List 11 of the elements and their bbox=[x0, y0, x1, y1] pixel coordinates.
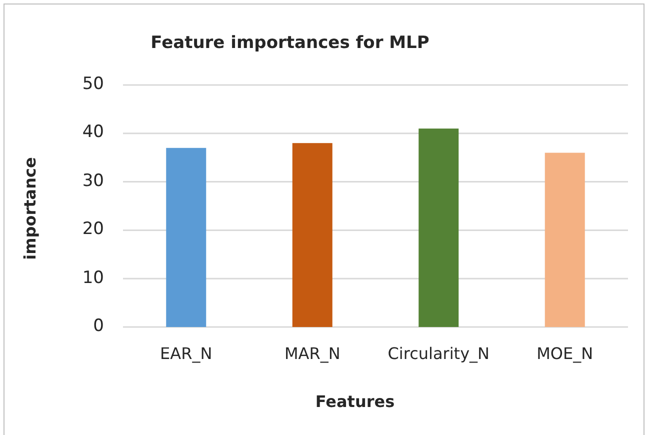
axis-tick-label: 40 bbox=[81, 122, 104, 142]
axis-tick-label: 0 bbox=[92, 316, 104, 336]
axis-title: Features bbox=[314, 392, 396, 411]
category-label: Circularity_N bbox=[386, 344, 490, 363]
chart-title: Feature importances for MLP bbox=[150, 33, 430, 53]
category-label: MOE_N bbox=[536, 344, 594, 363]
axis-tick-label: 10 bbox=[81, 268, 104, 288]
axis-title: importance bbox=[20, 156, 40, 262]
category-label: EAR_N bbox=[159, 344, 214, 363]
category-label: MAR_N bbox=[283, 344, 342, 363]
axis-tick-label: 50 bbox=[81, 74, 104, 94]
